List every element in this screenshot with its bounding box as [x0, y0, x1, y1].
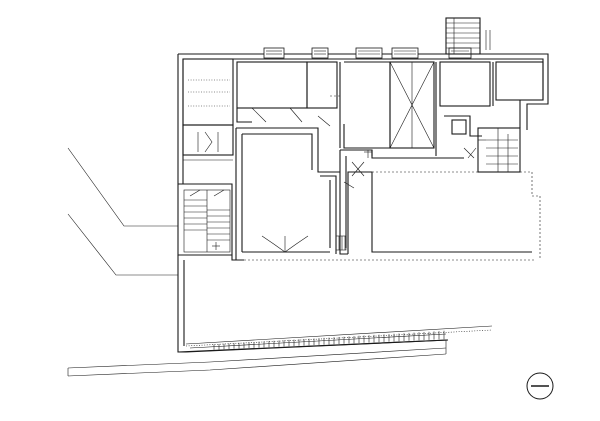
small-stair — [335, 235, 347, 251]
ramp — [67, 325, 493, 377]
ramp-wall — [185, 339, 449, 353]
lower-wall-left — [177, 255, 186, 353]
walkway-bottom — [67, 353, 447, 377]
right-stair — [477, 127, 521, 173]
room-3 — [306, 61, 338, 109]
room-2 — [236, 61, 308, 109]
terrace-wall — [347, 171, 532, 254]
terrain-line-lower — [67, 213, 178, 276]
middle-rooms — [182, 107, 521, 261]
room-2-wall — [236, 108, 252, 123]
outer-wall-top — [178, 53, 549, 130]
wc — [451, 119, 467, 135]
left-main-stair — [183, 189, 231, 253]
corridor-top — [340, 149, 373, 156]
room-left-top — [182, 58, 234, 126]
hall-wall-left — [235, 128, 244, 261]
door-swing — [251, 107, 267, 123]
door-swing — [289, 107, 303, 123]
door-swing — [343, 181, 355, 189]
room-left-mid — [182, 124, 234, 156]
door-swing — [463, 147, 475, 159]
room-4 — [343, 61, 391, 149]
vent-5 — [448, 47, 472, 59]
door-swing — [467, 147, 477, 159]
hall-wall-top — [236, 127, 340, 173]
door-markers — [212, 139, 486, 250]
ramp-line-dotted — [185, 329, 493, 347]
room-mid-right — [444, 115, 482, 137]
vent-4 — [391, 47, 419, 59]
vent-3 — [355, 47, 383, 59]
hall-wall-top-inner — [242, 133, 313, 170]
stair-winder — [189, 189, 225, 197]
stair-top-outline — [445, 17, 481, 55]
terrace-dashed — [244, 95, 541, 261]
terrain-lines — [67, 147, 178, 276]
room-6 — [439, 61, 491, 107]
walkway-top — [67, 347, 447, 369]
terrace-edge-right — [372, 171, 541, 260]
terrain-line-upper — [67, 147, 178, 227]
room-7 — [495, 61, 544, 101]
ramp-line-top — [185, 325, 493, 345]
corridor-wall — [339, 150, 348, 255]
hall-wall-right — [320, 175, 337, 254]
top-external-stair — [445, 17, 491, 55]
door-swing — [204, 131, 213, 153]
door-swing — [317, 115, 331, 127]
door-swing — [284, 235, 309, 253]
vent-1 — [263, 47, 285, 59]
ramp-treads — [213, 330, 445, 350]
upper-rooms — [182, 58, 544, 156]
room-mid-right-top — [371, 150, 464, 159]
roof-vents — [263, 47, 472, 59]
vent-2 — [311, 47, 329, 59]
north-arrow-icon — [526, 372, 554, 400]
door-swing — [261, 235, 286, 253]
